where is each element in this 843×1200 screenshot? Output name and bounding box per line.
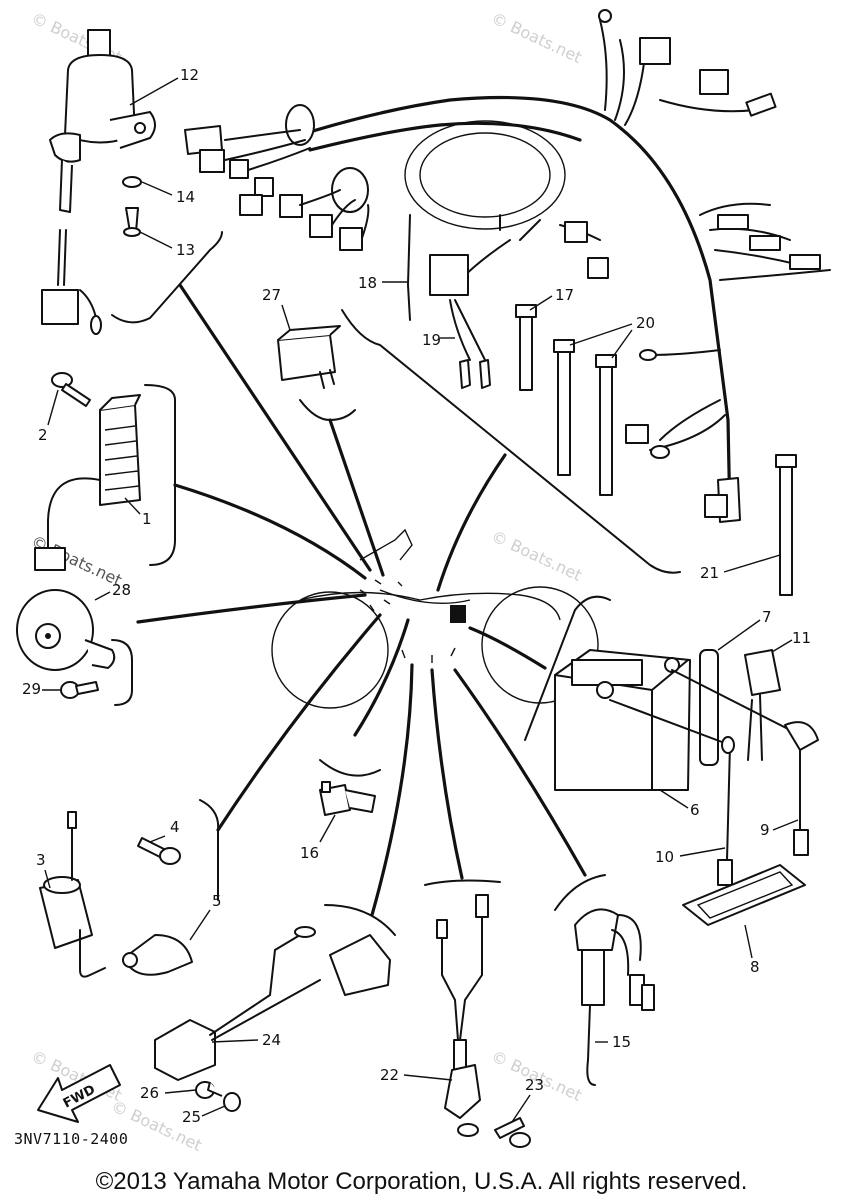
part-29-bolt[interactable] <box>60 681 99 699</box>
battery-location-marker <box>450 605 466 623</box>
callout-2[interactable]: 2 <box>38 426 48 444</box>
part-20-cable-tie[interactable] <box>553 339 617 496</box>
part-10-battery-lead[interactable] <box>609 699 735 886</box>
part-15-sender[interactable] <box>574 908 655 1086</box>
part-8-battery-band[interactable] <box>682 864 806 926</box>
callout-3[interactable]: 3 <box>36 851 46 869</box>
callout-25[interactable]: 25 <box>182 1108 201 1126</box>
callout-28[interactable]: 28 <box>112 581 131 599</box>
callout-4[interactable]: 4 <box>170 818 180 836</box>
copyright-notice: ©2013 Yamaha Motor Corporation, U.S.A. A… <box>95 1168 748 1195</box>
callout-29[interactable]: 29 <box>22 680 41 698</box>
part-22-sensor[interactable] <box>436 894 489 1137</box>
callout-16[interactable]: 16 <box>300 844 319 862</box>
watermark: © Boats.net <box>488 526 584 584</box>
callout-18[interactable]: 18 <box>358 274 377 292</box>
callout-14[interactable]: 14 <box>176 188 195 206</box>
part-12-main-switch[interactable] <box>49 29 156 213</box>
callout-23[interactable]: 23 <box>525 1076 544 1094</box>
callout-11[interactable]: 11 <box>792 629 811 647</box>
callout-20[interactable]: 20 <box>636 314 655 332</box>
part-6-battery[interactable] <box>554 649 691 791</box>
part-19-sub-harness[interactable] <box>429 254 491 389</box>
part-2-bolt[interactable] <box>51 372 91 407</box>
main-switch-connector <box>41 229 102 335</box>
callout-8[interactable]: 8 <box>750 958 760 976</box>
group-brackets <box>111 231 681 936</box>
part-11-fuse-holder[interactable] <box>744 649 781 761</box>
part-1-rectifier-regulator[interactable] <box>34 394 141 571</box>
part-23-screw[interactable] <box>494 1117 531 1148</box>
part-9-battery-lead[interactable] <box>671 669 819 856</box>
part-3-ignition-coil[interactable] <box>39 811 106 978</box>
part-21-cable-tie[interactable] <box>775 454 797 596</box>
callout-24[interactable]: 24 <box>262 1031 281 1049</box>
part-13-screw[interactable] <box>123 207 141 237</box>
callout-6[interactable]: 6 <box>690 801 700 819</box>
callout-10[interactable]: 10 <box>655 848 674 866</box>
diagram-code: 3NV7110-2400 <box>14 1130 129 1148</box>
part-27-relay[interactable] <box>277 325 341 389</box>
callout-9[interactable]: 9 <box>760 821 770 839</box>
part-17-cable-tie[interactable] <box>515 304 537 391</box>
part-14-washer[interactable] <box>122 176 142 188</box>
part-4-bolt[interactable] <box>137 837 181 865</box>
part-18-wire-harness[interactable] <box>184 9 831 523</box>
part-7-breather-hose[interactable] <box>699 649 719 766</box>
callout-27[interactable]: 27 <box>262 286 281 304</box>
motorcycle-outline <box>271 528 599 709</box>
callout-5[interactable]: 5 <box>212 892 222 910</box>
callout-13[interactable]: 13 <box>176 241 195 259</box>
callout-17[interactable]: 17 <box>555 286 574 304</box>
callout-7[interactable]: 7 <box>762 608 772 626</box>
callout-26[interactable]: 26 <box>140 1084 159 1102</box>
watermark: © Boats.net <box>488 8 584 66</box>
callout-1[interactable]: 1 <box>142 510 152 528</box>
part-24-cdi-unit[interactable] <box>154 926 391 1081</box>
callout-21[interactable]: 21 <box>700 564 719 582</box>
part-5-spark-plug-cap[interactable] <box>122 934 193 976</box>
part-28-horn[interactable] <box>16 589 116 671</box>
callout-22[interactable]: 22 <box>380 1066 399 1084</box>
callout-12[interactable]: 12 <box>180 66 199 84</box>
callout-19[interactable]: 19 <box>422 331 441 349</box>
part-25-bolt[interactable] <box>207 1081 241 1112</box>
part-16-neutral-switch[interactable] <box>319 781 376 816</box>
callouts: 12 14 13 27 2 1 28 29 18 19 17 20 21 7 1… <box>22 66 811 1126</box>
leader-lines <box>136 283 587 917</box>
callout-15[interactable]: 15 <box>612 1033 631 1051</box>
